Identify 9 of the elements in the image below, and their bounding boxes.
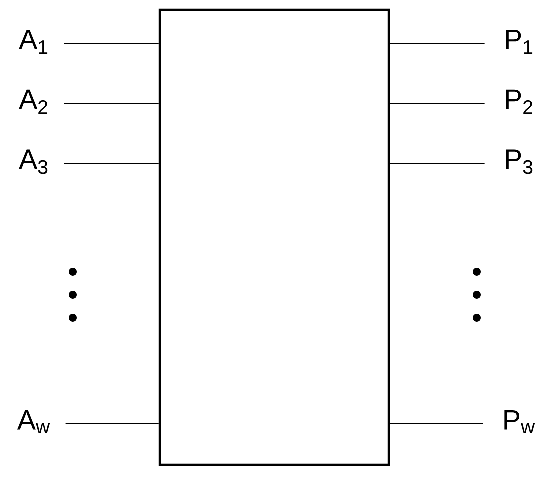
port-label: P$_{w}$	[504, 410, 536, 434]
port-label: A$_{3}$	[19, 150, 48, 174]
port-label: P$_{1}$	[506, 30, 533, 54]
port-label: A$_{2}$	[19, 90, 48, 114]
port-label: A$_{w}$	[17, 410, 50, 434]
block-box	[158, 8, 390, 466]
port-label: A$_{1}$	[19, 30, 48, 54]
port-label: P$_{3}$	[506, 150, 533, 174]
port-label: P$_{2}$	[506, 90, 532, 114]
